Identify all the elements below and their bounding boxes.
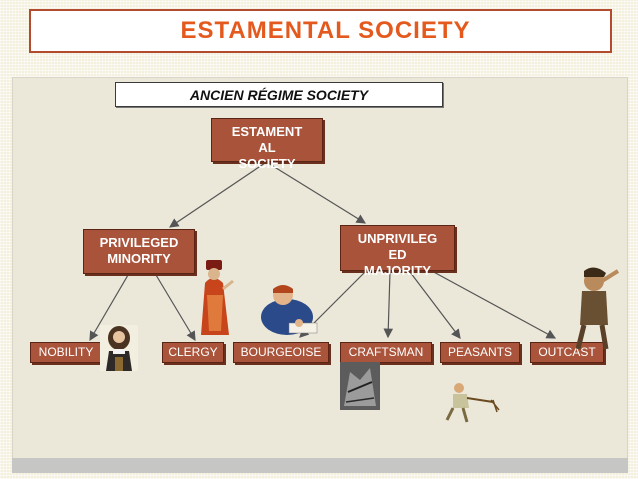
branch-privileged-line-1: PRIVILEGED [99,235,179,250]
diagram-subtitle-box: ANCIEN RÉGIME SOCIETY [115,82,443,107]
connector-privileged-clergy [155,274,196,342]
branch-node-privileged: PRIVILEGED MINORITY [83,229,195,274]
slide-title-box: ESTAMENTAL SOCIETY [29,9,612,53]
peasant-illustration [445,383,500,423]
branch-unprivileged-line-2: ED [388,247,407,262]
connector-privileged-nobility [89,274,129,342]
nobleman-illustration [100,325,138,371]
root-node-line-2: AL [258,140,276,155]
leaf-clergy: CLERGY [162,342,224,363]
bourgeois-illustration [261,285,318,335]
diagram-subtitle: ANCIEN RÉGIME SOCIETY [189,86,369,103]
connector-unprivileged-outcast [429,269,557,339]
branch-unprivileged-line-3: MAJORITY [363,263,432,278]
frame-bottom-bar [12,458,628,473]
craftsman-illustration [340,362,380,410]
slide-title: ESTAMENTAL SOCIETY [180,17,471,44]
leaf-peasants: PEASANTS [440,342,520,363]
connector-root-privileged [169,162,266,228]
branch-privileged-line-2: MINORITY [107,251,171,266]
cleric-illustration [201,260,234,335]
branch-node-unprivileged: UNPRIVILEG ED MAJORITY [340,225,455,278]
outcast-illustration [575,267,620,350]
root-node-line-3: SOCIETY [238,156,296,171]
leaf-outcast: OUTCAST [530,342,604,363]
connector-root-unprivileged [267,162,367,224]
branch-unprivileged-line-1: UNPRIVILEG [357,231,438,246]
leaf-craftsman: CRAFTSMAN [340,342,432,363]
connector-unprivileged-peasants [409,271,461,339]
root-node: ESTAMENT AL SOCIETY [211,118,323,171]
connector-unprivileged-craftsman [383,271,394,339]
leaf-nobility: NOBILITY [30,342,102,363]
leaf-bourgeoise: BOURGEOISE [233,342,329,363]
root-node-line-1: ESTAMENT [231,124,303,139]
